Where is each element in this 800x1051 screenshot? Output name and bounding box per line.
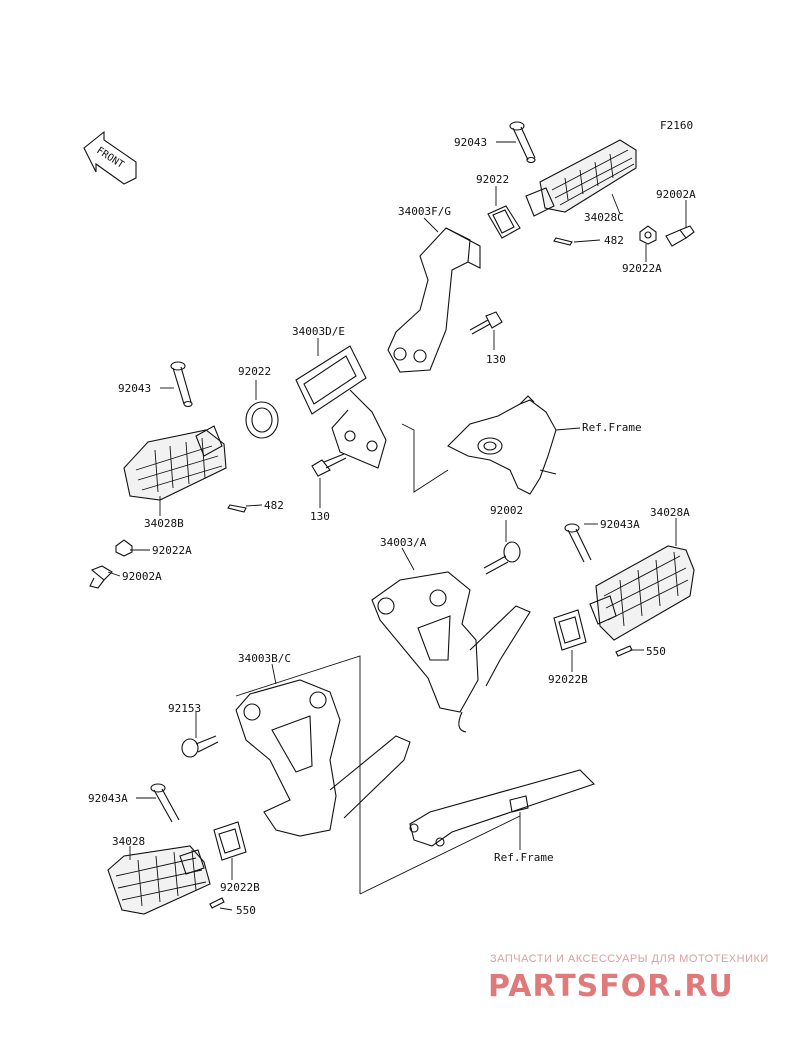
bolt-92002a-top <box>665 225 695 247</box>
collar-92022-left <box>245 401 279 439</box>
callout-482-top: 482 <box>604 234 624 247</box>
callout-482-left: 482 <box>264 499 284 512</box>
footpeg-34028a <box>589 545 695 641</box>
callout-34028c: 34028C <box>584 211 624 224</box>
watermark-brand: PARTSFOR.RU <box>488 969 734 1004</box>
callout-34003a: 34003/A <box>380 536 427 549</box>
callout-34028: 34028 <box>112 835 145 848</box>
cotter-pin-482-left <box>227 504 247 513</box>
callout-92002a-top: 92002A <box>656 188 696 201</box>
frame-upper <box>401 395 557 495</box>
bracket-34003bc <box>235 655 411 894</box>
callout-92022a-top: 92022A <box>622 262 662 275</box>
callout-92022b-left: 92022B <box>220 881 260 894</box>
front-label: FRONT <box>94 145 125 171</box>
callout-92002: 92002 <box>490 504 523 517</box>
washer-92022a-left <box>115 539 133 557</box>
pin-92043a-left <box>150 783 180 823</box>
front-arrow-icon: FRONT <box>83 130 137 185</box>
bolt-130-lower <box>311 453 347 477</box>
bracket-34003fg <box>387 227 481 373</box>
callout-550-right: 550 <box>646 645 666 658</box>
callout-92022-top: 92022 <box>476 173 509 186</box>
bolt-92002 <box>483 541 521 575</box>
footpeg-34028c <box>525 139 637 217</box>
bolt-92002a-left <box>89 565 113 589</box>
bracket-34003de <box>295 345 387 469</box>
footpeg-34028 <box>107 845 211 915</box>
callout-92043-top: 92043 <box>454 136 487 149</box>
callout-92022b-right: 92022B <box>548 673 588 686</box>
ref-frame-upper: Ref.Frame <box>582 421 642 434</box>
pin-92043a-right <box>564 523 592 563</box>
footpeg-34028b <box>123 425 227 501</box>
callout-34003de: 34003D/E <box>292 325 345 338</box>
cotter-pin-482-top <box>553 237 573 246</box>
callout-130-lower: 130 <box>310 510 330 523</box>
frame-lower <box>359 769 596 895</box>
washer-92022a-top <box>639 225 657 245</box>
callout-92022a-left: 92022A <box>152 544 192 557</box>
callout-92043a-right: 92043A <box>600 518 640 531</box>
bolt-92153 <box>181 735 219 758</box>
leader-lines <box>107 141 687 911</box>
bolt-130-upper <box>469 311 503 335</box>
callout-92043-left: 92043 <box>118 382 151 395</box>
ref-frame-lower: Ref.Frame <box>494 851 554 864</box>
pin-92043-left <box>170 361 193 408</box>
collar-92022-top <box>487 205 521 239</box>
callout-92002a-left: 92002A <box>122 570 162 583</box>
callout-34003bc: 34003B/C <box>238 652 291 665</box>
callout-92153: 92153 <box>168 702 201 715</box>
cotter-pin-550-right <box>615 645 633 657</box>
callout-34003fg: 34003F/G <box>398 205 451 218</box>
callout-550-left: 550 <box>236 904 256 917</box>
bracket-34003a <box>371 571 531 733</box>
cotter-pin-550-left <box>209 897 225 909</box>
collar-92022b-left <box>213 821 247 861</box>
callout-92043a-left: 92043A <box>88 792 128 805</box>
watermark-tagline: ЗАПЧАСТИ И АКСЕССУАРЫ ДЛЯ МОТОТЕХНИКИ <box>490 953 769 965</box>
pin-92043-top <box>509 121 536 164</box>
callout-130-upper: 130 <box>486 353 506 366</box>
callout-34028b: 34028B <box>144 517 184 530</box>
callout-92022-left: 92022 <box>238 365 271 378</box>
collar-92022b-right <box>553 609 587 651</box>
callout-34028a: 34028A <box>650 506 690 519</box>
diagram-code: F2160 <box>660 119 693 132</box>
